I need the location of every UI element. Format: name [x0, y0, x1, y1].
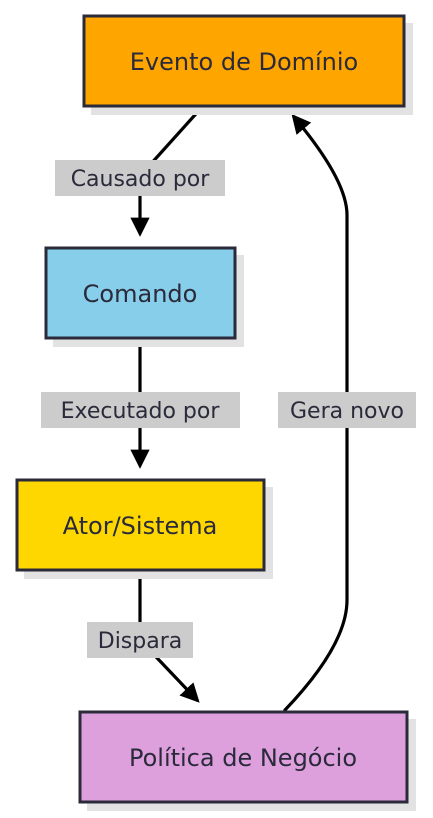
node-evento: Evento de Domínio: [82, 14, 413, 115]
edge-label-dispara: Dispara: [87, 622, 193, 658]
node-politica-box: [78, 710, 409, 804]
node-comando-box: [44, 246, 237, 340]
edge-label-dispara-bg: [87, 622, 193, 658]
edge-label-dispara-text: Dispara: [98, 629, 183, 654]
edge-label-causado: Causado por: [55, 160, 225, 196]
node-evento-label: Evento de Domínio: [130, 48, 358, 76]
edge-label-causado-bg: [55, 160, 225, 196]
node-evento-box: [82, 14, 406, 108]
edge-label-executado: Executado por: [41, 392, 240, 428]
node-ator-label: Ator/Sistema: [63, 512, 218, 540]
node-comando-label: Comando: [83, 280, 198, 308]
edge-politica-to-evento: [283, 114, 349, 712]
node-ator-box: [15, 478, 266, 572]
edge-label-causado-text: Causado por: [71, 167, 211, 192]
edge-label-executado-text: Executado por: [61, 399, 221, 424]
node-ator: Ator/Sistema: [15, 478, 273, 579]
edge-label-gera-bg: [278, 392, 416, 428]
node-comando: Comando: [44, 246, 244, 347]
node-politica: Política de Negócio: [78, 710, 416, 811]
node-politica-label: Política de Negócio: [129, 744, 357, 772]
edge-label-gera: Gera novo: [278, 392, 416, 428]
edge-label-executado-bg: [41, 392, 240, 428]
edge-label-gera-text: Gera novo: [290, 399, 404, 424]
